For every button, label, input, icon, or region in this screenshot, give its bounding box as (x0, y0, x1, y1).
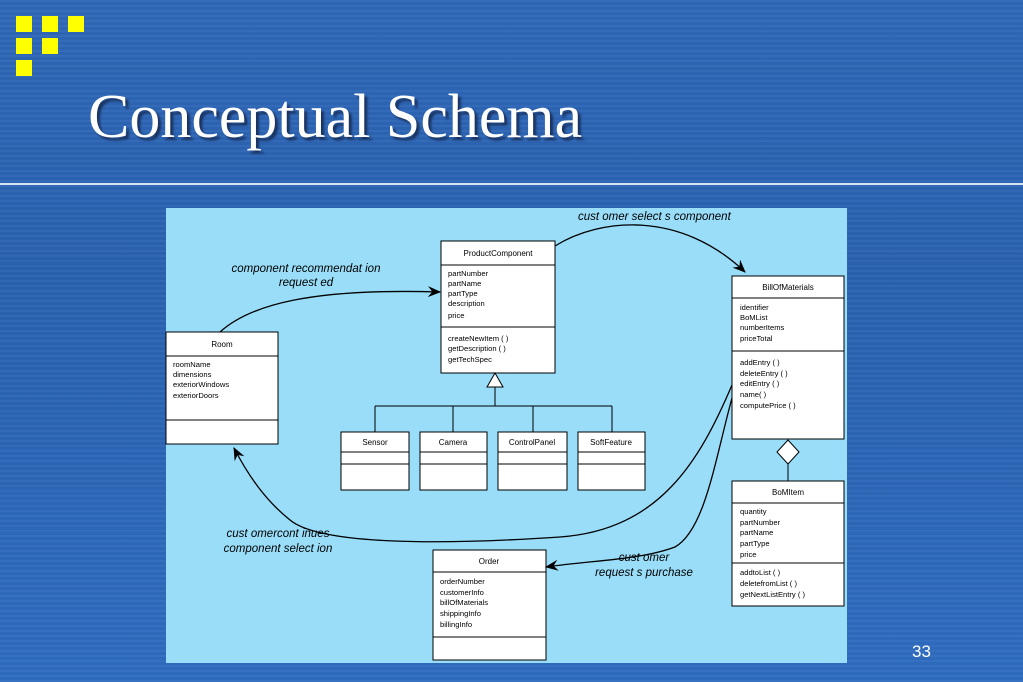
generalization-connector (374, 371, 613, 432)
attribute: exteriorDoors (173, 391, 219, 400)
class-name: Order (479, 557, 500, 566)
attribute: partType (448, 289, 478, 298)
attribute: description (448, 299, 485, 308)
note-continues-line1: cust omercont inues (227, 528, 330, 540)
flow-arrow-recommendation (219, 286, 442, 333)
bullet-square-icon (42, 16, 58, 32)
operation: addEntry ( ) (740, 358, 780, 367)
operation: deleteEntry ( ) (740, 369, 788, 378)
bullet-square-icon (16, 16, 32, 32)
attribute: price (740, 550, 756, 559)
note-recommendation-line1: component recommendat ion (232, 263, 381, 275)
attribute: priceTotal (740, 334, 773, 343)
note-purchase-line1: cust omer (619, 552, 671, 564)
class-control-panel: ControlPanel (497, 431, 568, 491)
operation: addtoList ( ) (740, 568, 781, 577)
attribute: partNumber (448, 269, 489, 278)
operation: getNextListEntry ( ) (740, 590, 805, 599)
note-recommendation-line2: request ed (279, 277, 334, 289)
operation: computePrice ( ) (740, 401, 796, 410)
operation: createNewItem ( ) (448, 334, 509, 343)
class-name: Camera (439, 438, 468, 447)
bullet-square-icon (16, 60, 32, 76)
class-name: BillOfMaterials (762, 283, 814, 292)
bullet-square-icon (68, 16, 84, 32)
class-soft-feature: SoftFeature (577, 431, 646, 491)
attribute: customerInfo (440, 588, 484, 597)
attribute: partType (740, 539, 770, 548)
attribute: orderNumber (440, 577, 485, 586)
flow-arrow-selects (554, 224, 746, 273)
attribute: partName (448, 279, 481, 288)
slide-title: Conceptual Schema (88, 83, 583, 151)
class-camera: Camera (419, 431, 488, 491)
class-product-component: ProductComponent partNumber partName par… (440, 240, 556, 374)
attribute: roomName (173, 360, 211, 369)
operation: name( ) (740, 390, 767, 399)
note-selects: cust omer select s component (578, 211, 732, 223)
attribute: shippingInfo (440, 609, 481, 618)
operation: deletefromList ( ) (740, 579, 797, 588)
class-name: ControlPanel (509, 438, 555, 447)
operation: getTechSpec (448, 355, 492, 364)
class-order: Order orderNumber customerInfo billOfMat… (432, 549, 547, 661)
class-name: ProductComponent (464, 249, 534, 258)
attribute: exteriorWindows (173, 380, 229, 389)
flow-arrow-continues (233, 384, 733, 543)
aggregation-connector (776, 439, 800, 481)
class-name: Room (211, 340, 233, 349)
class-bom-item: BoMItem quantity partNumber partName par… (731, 480, 845, 607)
attribute: numberItems (740, 323, 785, 332)
class-name: BoMItem (772, 488, 804, 497)
class-name: SoftFeature (590, 438, 632, 447)
class-name: Sensor (362, 438, 388, 447)
operation: editEntry ( ) (740, 379, 780, 388)
title-divider (0, 183, 1023, 185)
bullet-square-icon (42, 38, 58, 54)
attribute: partName (740, 528, 773, 537)
attribute: identifier (740, 303, 769, 312)
attribute: partNumber (740, 518, 781, 527)
attribute: price (448, 311, 464, 320)
attribute: quantity (740, 507, 767, 516)
attribute: billingInfo (440, 620, 472, 629)
class-room: Room roomName dimensions exteriorWindows… (165, 331, 279, 445)
note-continues-line2: component select ion (224, 543, 333, 555)
class-bill-of-materials: BillOfMaterials identifier BoMList numbe… (731, 275, 845, 440)
operation: getDescription ( ) (448, 344, 506, 353)
attribute: BoMList (740, 313, 768, 322)
flow-arrow-purchase (544, 397, 733, 571)
attribute: dimensions (173, 370, 212, 379)
bullet-square-icon (16, 38, 32, 54)
class-sensor: Sensor (340, 431, 410, 491)
note-purchase-line2: request s purchase (595, 567, 693, 579)
page-number: 33 (912, 642, 931, 661)
attribute: billOfMaterials (440, 598, 488, 607)
